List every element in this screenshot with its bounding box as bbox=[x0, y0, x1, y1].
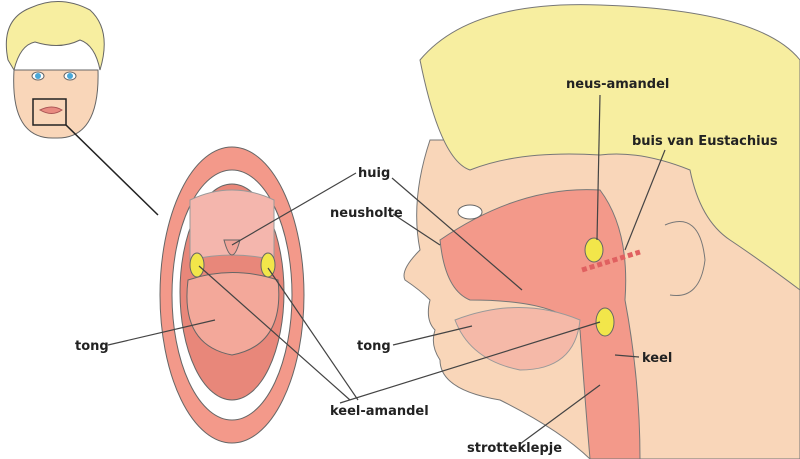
tonsil-left bbox=[189, 252, 205, 278]
label-tong-profile: tong bbox=[357, 339, 391, 354]
tonsil-profile bbox=[595, 307, 615, 337]
open-mouth bbox=[159, 146, 305, 444]
leader-line-eustachius bbox=[624, 149, 666, 251]
leader-line-neusholte bbox=[392, 213, 441, 246]
head-profile bbox=[403, 4, 800, 459]
leader-line-keel-amandel-left bbox=[198, 265, 351, 401]
zoom-connector-line bbox=[65, 124, 159, 216]
leader-line-keel-amandel-right bbox=[267, 267, 359, 401]
tongue bbox=[186, 272, 280, 356]
label-neusholte: neusholte bbox=[330, 206, 403, 221]
label-strotteklepje: strotteklepje bbox=[467, 441, 562, 456]
leader-line-huig-mouth bbox=[231, 172, 357, 246]
leader-line-keel-amandel-profile bbox=[339, 321, 601, 404]
tongue-profile bbox=[454, 307, 581, 371]
tonsil-right bbox=[260, 252, 276, 278]
leader-line-neus-amandel bbox=[596, 94, 601, 241]
child-face bbox=[5, 0, 105, 139]
leader-line-tong-profile bbox=[392, 325, 473, 346]
leader-line-strotteklepje bbox=[519, 384, 601, 445]
label-tong-mouth: tong bbox=[75, 339, 109, 354]
leader-line-huig-profile bbox=[391, 177, 523, 291]
leader-line-keel bbox=[614, 354, 640, 358]
label-neus-amandel: neus-amandel bbox=[566, 77, 669, 92]
eustachian-tube bbox=[581, 249, 641, 273]
leader-line-tong-mouth bbox=[107, 319, 216, 346]
adenoid bbox=[584, 237, 604, 263]
label-huig: huig bbox=[358, 166, 390, 181]
eye bbox=[457, 204, 483, 220]
label-buis-van-eustachius: buis van Eustachius bbox=[632, 134, 778, 149]
ear bbox=[664, 221, 706, 297]
mouth-zoom-box bbox=[32, 98, 67, 126]
label-keel-amandel: keel-amandel bbox=[330, 404, 429, 419]
label-keel: keel bbox=[642, 351, 672, 366]
